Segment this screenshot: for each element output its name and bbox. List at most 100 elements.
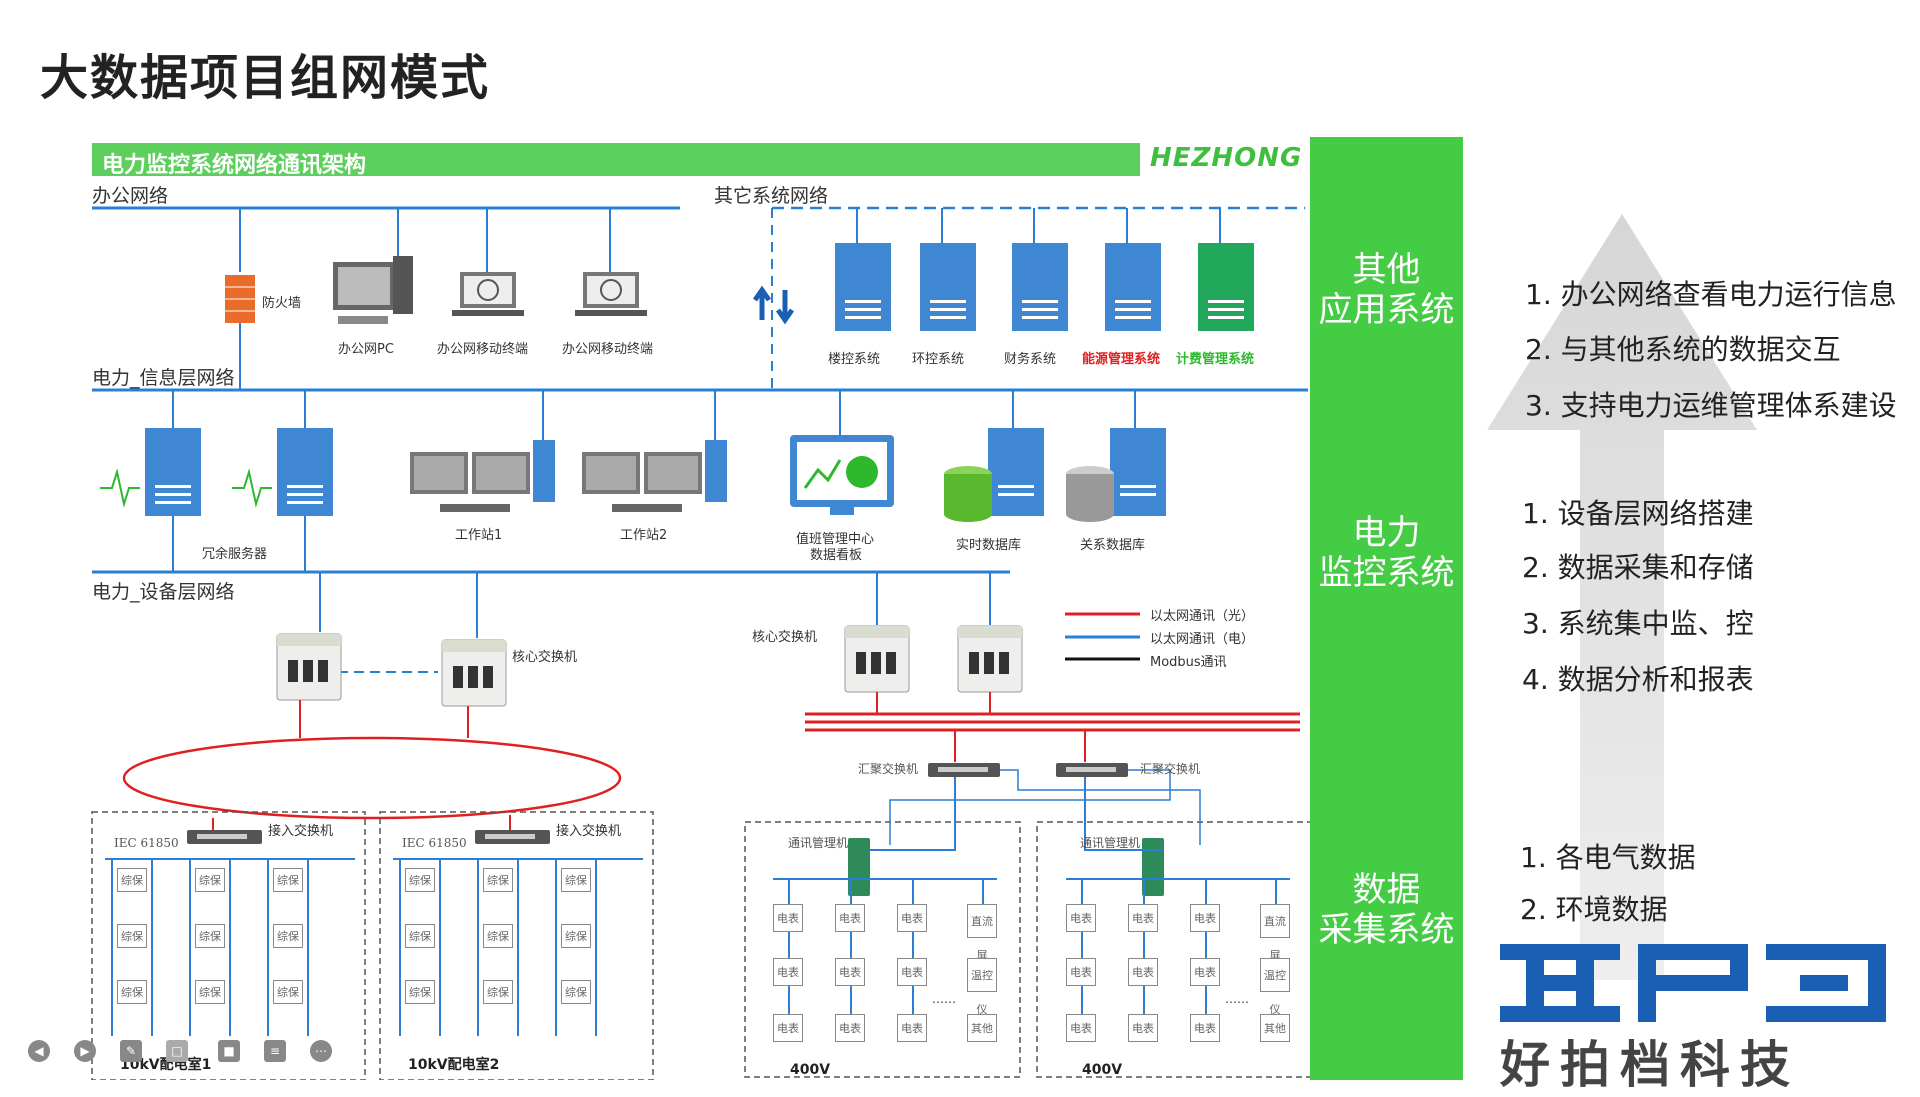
access-switch-label-2: 接入交换机 — [556, 824, 622, 839]
workstation1-label: 工作站1 — [455, 528, 503, 543]
lv1-meter-unit: 电表 — [773, 958, 803, 986]
lv2-meter-unit: 电表 — [1190, 958, 1220, 986]
wire — [189, 858, 191, 1036]
wire — [1143, 878, 1145, 1014]
wire — [229, 858, 231, 1036]
agg-switch-label-right: 汇聚交换机 — [1140, 762, 1201, 776]
server-icon-energy — [1105, 243, 1161, 331]
next-slide-icon[interactable]: ▶ — [74, 1040, 96, 1062]
room2-protection-unit: 综保 — [405, 980, 435, 1004]
pen-icon[interactable]: ✎ — [120, 1040, 142, 1062]
server-icon-env-control — [920, 243, 976, 331]
room1-protection-unit: 综保 — [195, 868, 225, 892]
other-network-label: 其它系统网络 — [714, 185, 829, 207]
core-switch-right-1 — [844, 625, 910, 693]
wire — [1066, 878, 1290, 880]
diagram-header-title: 电力监控系统网络通讯架构 — [102, 153, 367, 178]
core-switch-left-1 — [276, 633, 342, 701]
wire — [477, 858, 479, 1036]
wire — [267, 858, 269, 1036]
redundant-server-label: 冗余服务器 — [202, 547, 268, 562]
room2-protection-unit: 综保 — [483, 980, 513, 1004]
category-sidebar — [1310, 137, 1463, 1080]
core-switch-left-2 — [441, 639, 507, 707]
office-network-label: 办公网络 — [92, 185, 169, 207]
core-switch-label-right: 核心交换机 — [752, 630, 818, 645]
lv2-meter-unit: 电表 — [1190, 1014, 1220, 1042]
server-icon-finance — [1012, 243, 1068, 331]
more-options-icon[interactable]: ⋯ — [310, 1040, 332, 1062]
wire — [111, 858, 113, 1036]
legend-fiber: 以太网通讯（光） — [1150, 609, 1255, 624]
bullet-monitor-3: 3. 系统集中监、控 — [1522, 607, 1754, 640]
mobile-terminal-label-1: 办公网移动终端 — [437, 342, 529, 357]
category-monitor-line1: 电力 — [1352, 513, 1421, 553]
device-icons — [100, 243, 1254, 522]
lv1-meter-unit: 电表 — [835, 1014, 865, 1042]
lv1-other-device: 其他 — [967, 1014, 997, 1042]
lv2-meter-unit: 电表 — [1066, 904, 1096, 932]
upward-arrow-icon — [1487, 214, 1757, 980]
server-icon-building-control — [835, 243, 891, 331]
lv1-box — [744, 821, 1021, 1078]
wire — [1205, 878, 1207, 1014]
page-title: 大数据项目组网模式 — [40, 50, 491, 106]
legend-copper: 以太网通讯（电） — [1150, 632, 1255, 647]
comm-manager-2 — [1142, 838, 1164, 896]
bullet-app-3: 3. 支持电力运维管理体系建设 — [1525, 389, 1897, 422]
network-diagram — [91, 206, 1310, 1080]
category-collect-systems: 数据 采集系统 — [1310, 870, 1463, 950]
zoom-icon[interactable]: □ — [166, 1040, 188, 1062]
lv1-meter-unit: 电表 — [897, 958, 927, 986]
office-pc-label: 办公网PC — [338, 342, 394, 357]
wire — [151, 858, 153, 1036]
lv2-meter-unit: 电表 — [1128, 1014, 1158, 1042]
workstation-icon-2 — [582, 440, 727, 512]
lv2-meter-unit: 电表 — [1190, 904, 1220, 932]
iec-label-2: IEC 61850 — [402, 836, 467, 850]
lv2-box — [1036, 821, 1310, 1078]
wire — [912, 878, 914, 1014]
room2-protection-unit: 综保 — [483, 868, 513, 892]
lv1-ellipsis: …… — [932, 992, 956, 1006]
mobile-terminal-label-2: 办公网移动终端 — [562, 342, 654, 357]
room2-protection-unit: 综保 — [405, 924, 435, 948]
redundant-server-icon-1 — [100, 428, 201, 516]
room2-label: 10kV配电室2 — [408, 1057, 500, 1073]
comm-manager-1 — [848, 838, 870, 896]
lv1-label: 400V — [790, 1062, 831, 1078]
core-switch-label-left: 核心交换机 — [512, 650, 578, 665]
category-collect-line1: 数据 — [1352, 870, 1421, 910]
category-app-line1: 其他 — [1352, 250, 1421, 290]
redundant-server-icon-2 — [232, 428, 333, 516]
category-monitor-line2: 监控系统 — [1318, 553, 1455, 593]
info-network-label: 电力_信息层网络 — [92, 367, 235, 389]
room1-protection-unit: 综保 — [273, 924, 303, 948]
room1-protection-unit: 综保 — [117, 868, 147, 892]
lv2-meter-unit: 电表 — [1128, 958, 1158, 986]
bullet-collect-2: 2. 环境数据 — [1520, 893, 1668, 926]
wire — [1275, 878, 1277, 904]
lv2-meter-unit: 电表 — [1128, 904, 1158, 932]
subtitle-icon[interactable]: ≡ — [264, 1040, 286, 1062]
dashboard-label: 数据看板 — [810, 548, 863, 563]
bullet-monitor-2: 2. 数据采集和存储 — [1522, 551, 1754, 584]
room2-protection-unit: 综保 — [561, 924, 591, 948]
prev-slide-icon[interactable]: ◀ — [28, 1040, 50, 1062]
room1-protection-unit: 综保 — [117, 980, 147, 1004]
device-network-label: 电力_设备层网络 — [92, 581, 235, 603]
wire — [850, 878, 852, 1014]
lv2-meter-unit: 电表 — [1066, 958, 1096, 986]
wire — [788, 878, 790, 1014]
system-label-finance: 财务系统 — [1004, 352, 1057, 367]
camera-icon[interactable]: ■ — [218, 1040, 240, 1062]
lv1-meter-unit: 电表 — [835, 958, 865, 986]
lv1-meter-unit: 电表 — [835, 904, 865, 932]
fiber-ring — [122, 736, 622, 820]
bullet-app-1: 1. 办公网络查看电力运行信息 — [1525, 278, 1897, 311]
wire — [773, 878, 997, 880]
room1-protection-unit: 综保 — [195, 980, 225, 1004]
room2-protection-unit: 综保 — [405, 868, 435, 892]
system-label-energy: 能源管理系统 — [1082, 352, 1161, 367]
